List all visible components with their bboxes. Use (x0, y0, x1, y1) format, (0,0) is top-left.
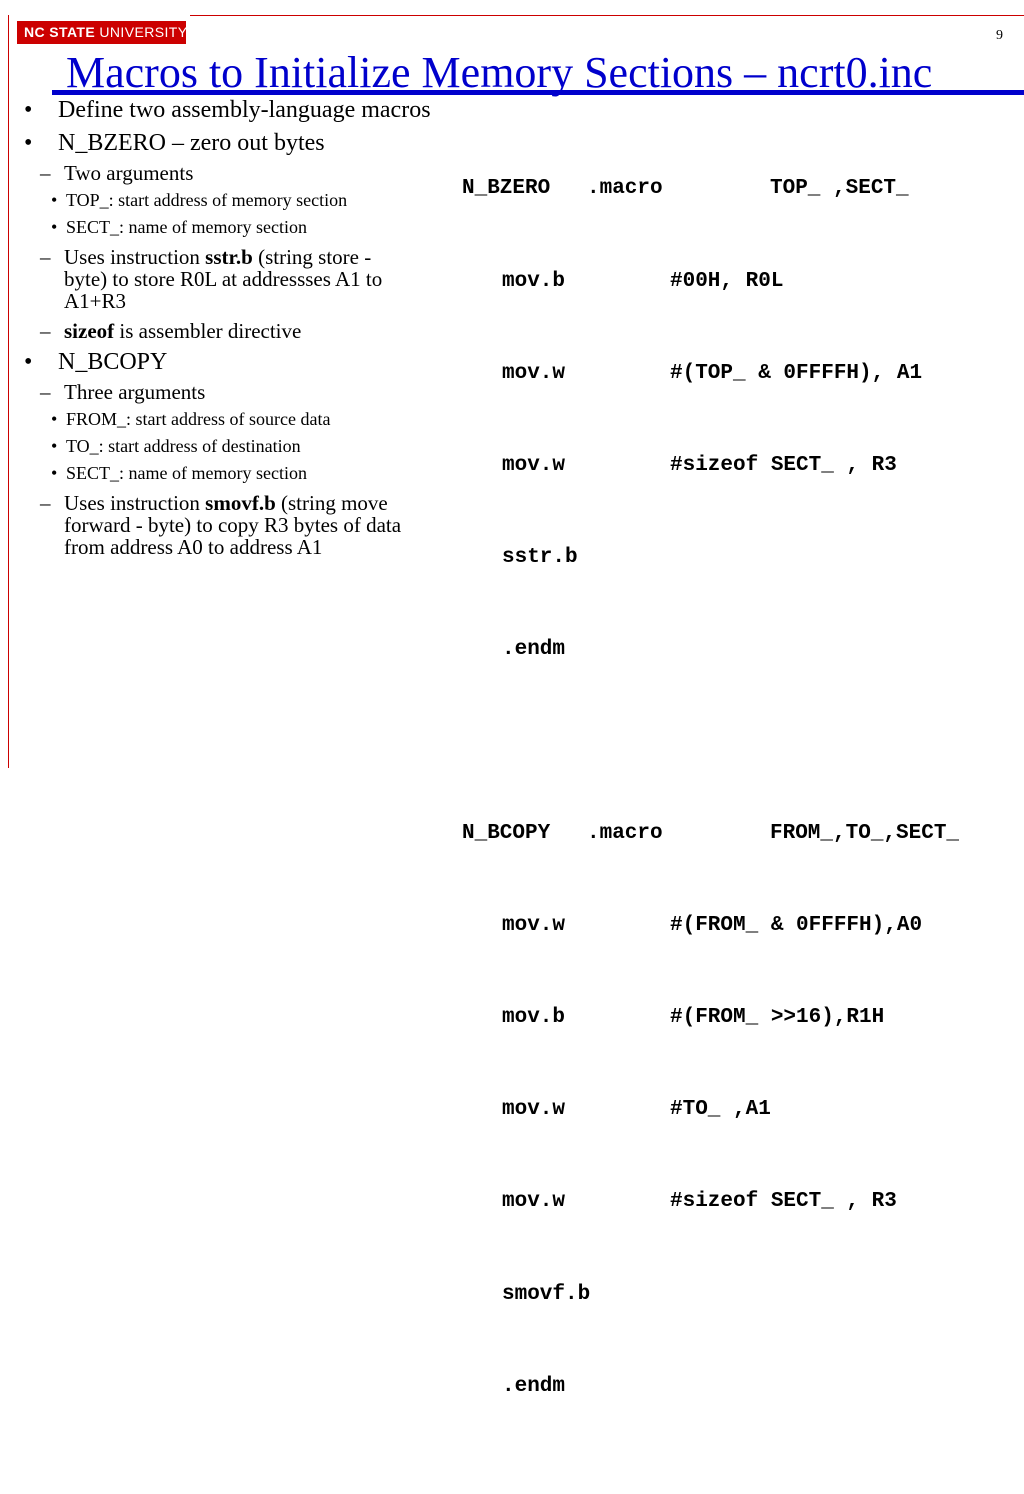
code-instruction: mov.w (502, 453, 566, 477)
bullet-text: N_BCOPY (58, 349, 168, 375)
bullet-item: • N_BCOPY – Three arguments • FROM_: sta… (20, 349, 440, 559)
directive-name: sizeof (64, 319, 115, 343)
bullet-list-column: • Define two assembly-language macros • … (20, 98, 440, 566)
code-line: mov.w #sizeof SECT_ , R3 (462, 1187, 897, 1218)
code-line: mov.w #(TOP_ & 0FFFFH), A1 (462, 359, 922, 390)
macro-args: TOP_ ,SECT_ (770, 177, 909, 201)
instruction-name: sstr.b (205, 245, 253, 269)
macro-directive: .macro (587, 177, 663, 201)
macro-directive: .macro (587, 822, 663, 846)
macro-name: N_BZERO (462, 177, 551, 201)
bullet-text: N_BZERO – zero out bytes (58, 130, 325, 156)
sub-sub-bullet-text: FROM_: start address of source data (66, 409, 331, 429)
code-instruction: mov.w (502, 1098, 566, 1122)
code-instruction: sstr.b (502, 545, 578, 569)
code-instruction: smovf.b (502, 1282, 591, 1306)
code-blank-line (462, 727, 538, 758)
sub-sub-bullet-item: • SECT_: name of memory section (20, 217, 358, 238)
dash-icon: – (40, 380, 51, 404)
code-line: .endm (462, 1372, 565, 1403)
sub-bullet-text: Three arguments (64, 380, 206, 404)
sub-bullet-item: – Uses instruction sstr.b (string store … (20, 246, 402, 312)
code-operands: #(TOP_ & 0FFFFH), A1 (670, 361, 923, 385)
dash-icon: – (40, 319, 51, 343)
bullet-dot-icon: • (51, 463, 58, 483)
logo-strong-text: NC STATE (24, 24, 96, 40)
code-operands: #TO_ ,A1 (670, 1098, 771, 1122)
slide-title: Macros to Initialize Memory Sections – n… (66, 48, 933, 97)
university-logo: NC STATE UNIVERSITY (17, 21, 188, 44)
code-operands: #sizeof SECT_ , R3 (670, 1190, 897, 1214)
code-instruction: mov.w (502, 1190, 566, 1214)
sub-bullet-text: Two arguments (64, 161, 194, 185)
code-instruction: mov.w (502, 361, 566, 385)
dash-icon: – (40, 161, 51, 185)
sub-sub-bullet-text: TO_: start address of destination (66, 436, 301, 456)
code-operands: #(FROM_ & 0FFFFH),A0 (670, 914, 923, 938)
sub-sub-bullet-list: • FROM_: start address of source data • … (51, 409, 402, 484)
bullet-item: • N_BZERO – zero out bytes – Two argumen… (20, 130, 440, 343)
bullet-dot-icon: • (51, 190, 58, 210)
code-line: .endm (462, 635, 565, 666)
bullet-dot-icon: • (51, 217, 58, 237)
bullet-dot-icon: • (51, 409, 58, 429)
code-line: mov.b #00H, R0L (462, 267, 783, 298)
instruction-name: smovf.b (205, 491, 276, 515)
macro-header-bcopy: N_BCOPY .macro FROM_,TO_,SECT_ (462, 819, 959, 850)
sub-bullet-text-pre: Uses instruction (64, 245, 206, 269)
top-divider (190, 15, 1024, 16)
macro-args: FROM_,TO_,SECT_ (770, 822, 960, 846)
sub-sub-bullet-item: • TO_: start address of destination (20, 436, 358, 457)
code-operands: #sizeof SECT_ , R3 (670, 453, 897, 477)
bullet-dot-icon: • (51, 436, 58, 456)
logo-light-text: UNIVERSITY (95, 24, 188, 40)
code-line: mov.w #sizeof SECT_ , R3 (462, 451, 897, 482)
bullet-list: • Define two assembly-language macros • … (20, 98, 440, 559)
left-divider (8, 15, 9, 768)
slide: NC STATE UNIVERSITY 9 Macros to Initiali… (8, 15, 1024, 1398)
code-instruction: mov.b (502, 1006, 566, 1030)
sub-sub-bullet-text: SECT_: name of memory section (66, 463, 307, 483)
code-instruction: .endm (502, 1374, 566, 1398)
sub-bullet-text-post: is assembler directive (114, 319, 302, 343)
bullet-dot-icon: • (24, 349, 33, 375)
bullet-text: Define two assembly-language macros (58, 97, 431, 123)
sub-bullet-item: – Two arguments • TOP_: start address of… (20, 162, 402, 238)
sub-bullet-text-pre: Uses instruction (64, 491, 206, 515)
sub-sub-bullet-text: SECT_: name of memory section (66, 217, 307, 237)
sub-sub-bullet-item: • FROM_: start address of source data (20, 409, 358, 430)
sub-bullet-list: – Three arguments • FROM_: start address… (40, 381, 440, 558)
sub-sub-bullet-text: TOP_: start address of memory section (66, 190, 348, 210)
macro-name: N_BCOPY (462, 822, 551, 846)
bullet-dot-icon: • (24, 97, 33, 123)
code-line: smovf.b (462, 1280, 590, 1311)
page-number: 9 (996, 28, 1003, 43)
dash-icon: – (40, 491, 51, 515)
code-line: mov.b #(FROM_ >>16),R1H (462, 1003, 884, 1034)
code-instruction: mov.w (502, 914, 566, 938)
code-operands: #00H, R0L (670, 269, 784, 293)
code-instruction: .endm (502, 637, 566, 661)
title-underline (52, 90, 1024, 95)
code-line: mov.w #(FROM_ & 0FFFFH),A0 (462, 911, 922, 942)
sub-sub-bullet-list: • TOP_: start address of memory section … (51, 190, 402, 238)
bullet-dot-icon: • (24, 130, 33, 156)
dash-icon: – (40, 245, 51, 269)
code-line: sstr.b (462, 543, 578, 574)
sub-bullet-item: – Three arguments • FROM_: start address… (20, 381, 402, 484)
code-line: mov.w #TO_ ,A1 (462, 1095, 771, 1126)
sub-sub-bullet-item: • SECT_: name of memory section (20, 463, 358, 484)
sub-bullet-list: – Two arguments • TOP_: start address of… (40, 162, 440, 342)
macro-header-bzero: N_BZERO .macro TOP_ ,SECT_ (462, 174, 909, 205)
sub-sub-bullet-item: • TOP_: start address of memory section (20, 190, 358, 211)
bullet-item: • Define two assembly-language macros (20, 98, 440, 123)
sub-bullet-text-post: (string store - byte) to store R0L at ad… (64, 245, 383, 313)
sub-bullet-text-post: (string move forward - byte) to copy R3 … (64, 491, 402, 559)
sub-bullet-item: – sizeof is assembler directive (20, 320, 402, 342)
code-block: N_BZERO .macro TOP_ ,SECT_ mov.b #00H, R… (462, 113, 959, 1464)
code-instruction: mov.b (502, 269, 566, 293)
code-operands: #(FROM_ >>16),R1H (670, 1006, 885, 1030)
sub-bullet-item: – Uses instruction smovf.b (string move … (20, 492, 402, 558)
